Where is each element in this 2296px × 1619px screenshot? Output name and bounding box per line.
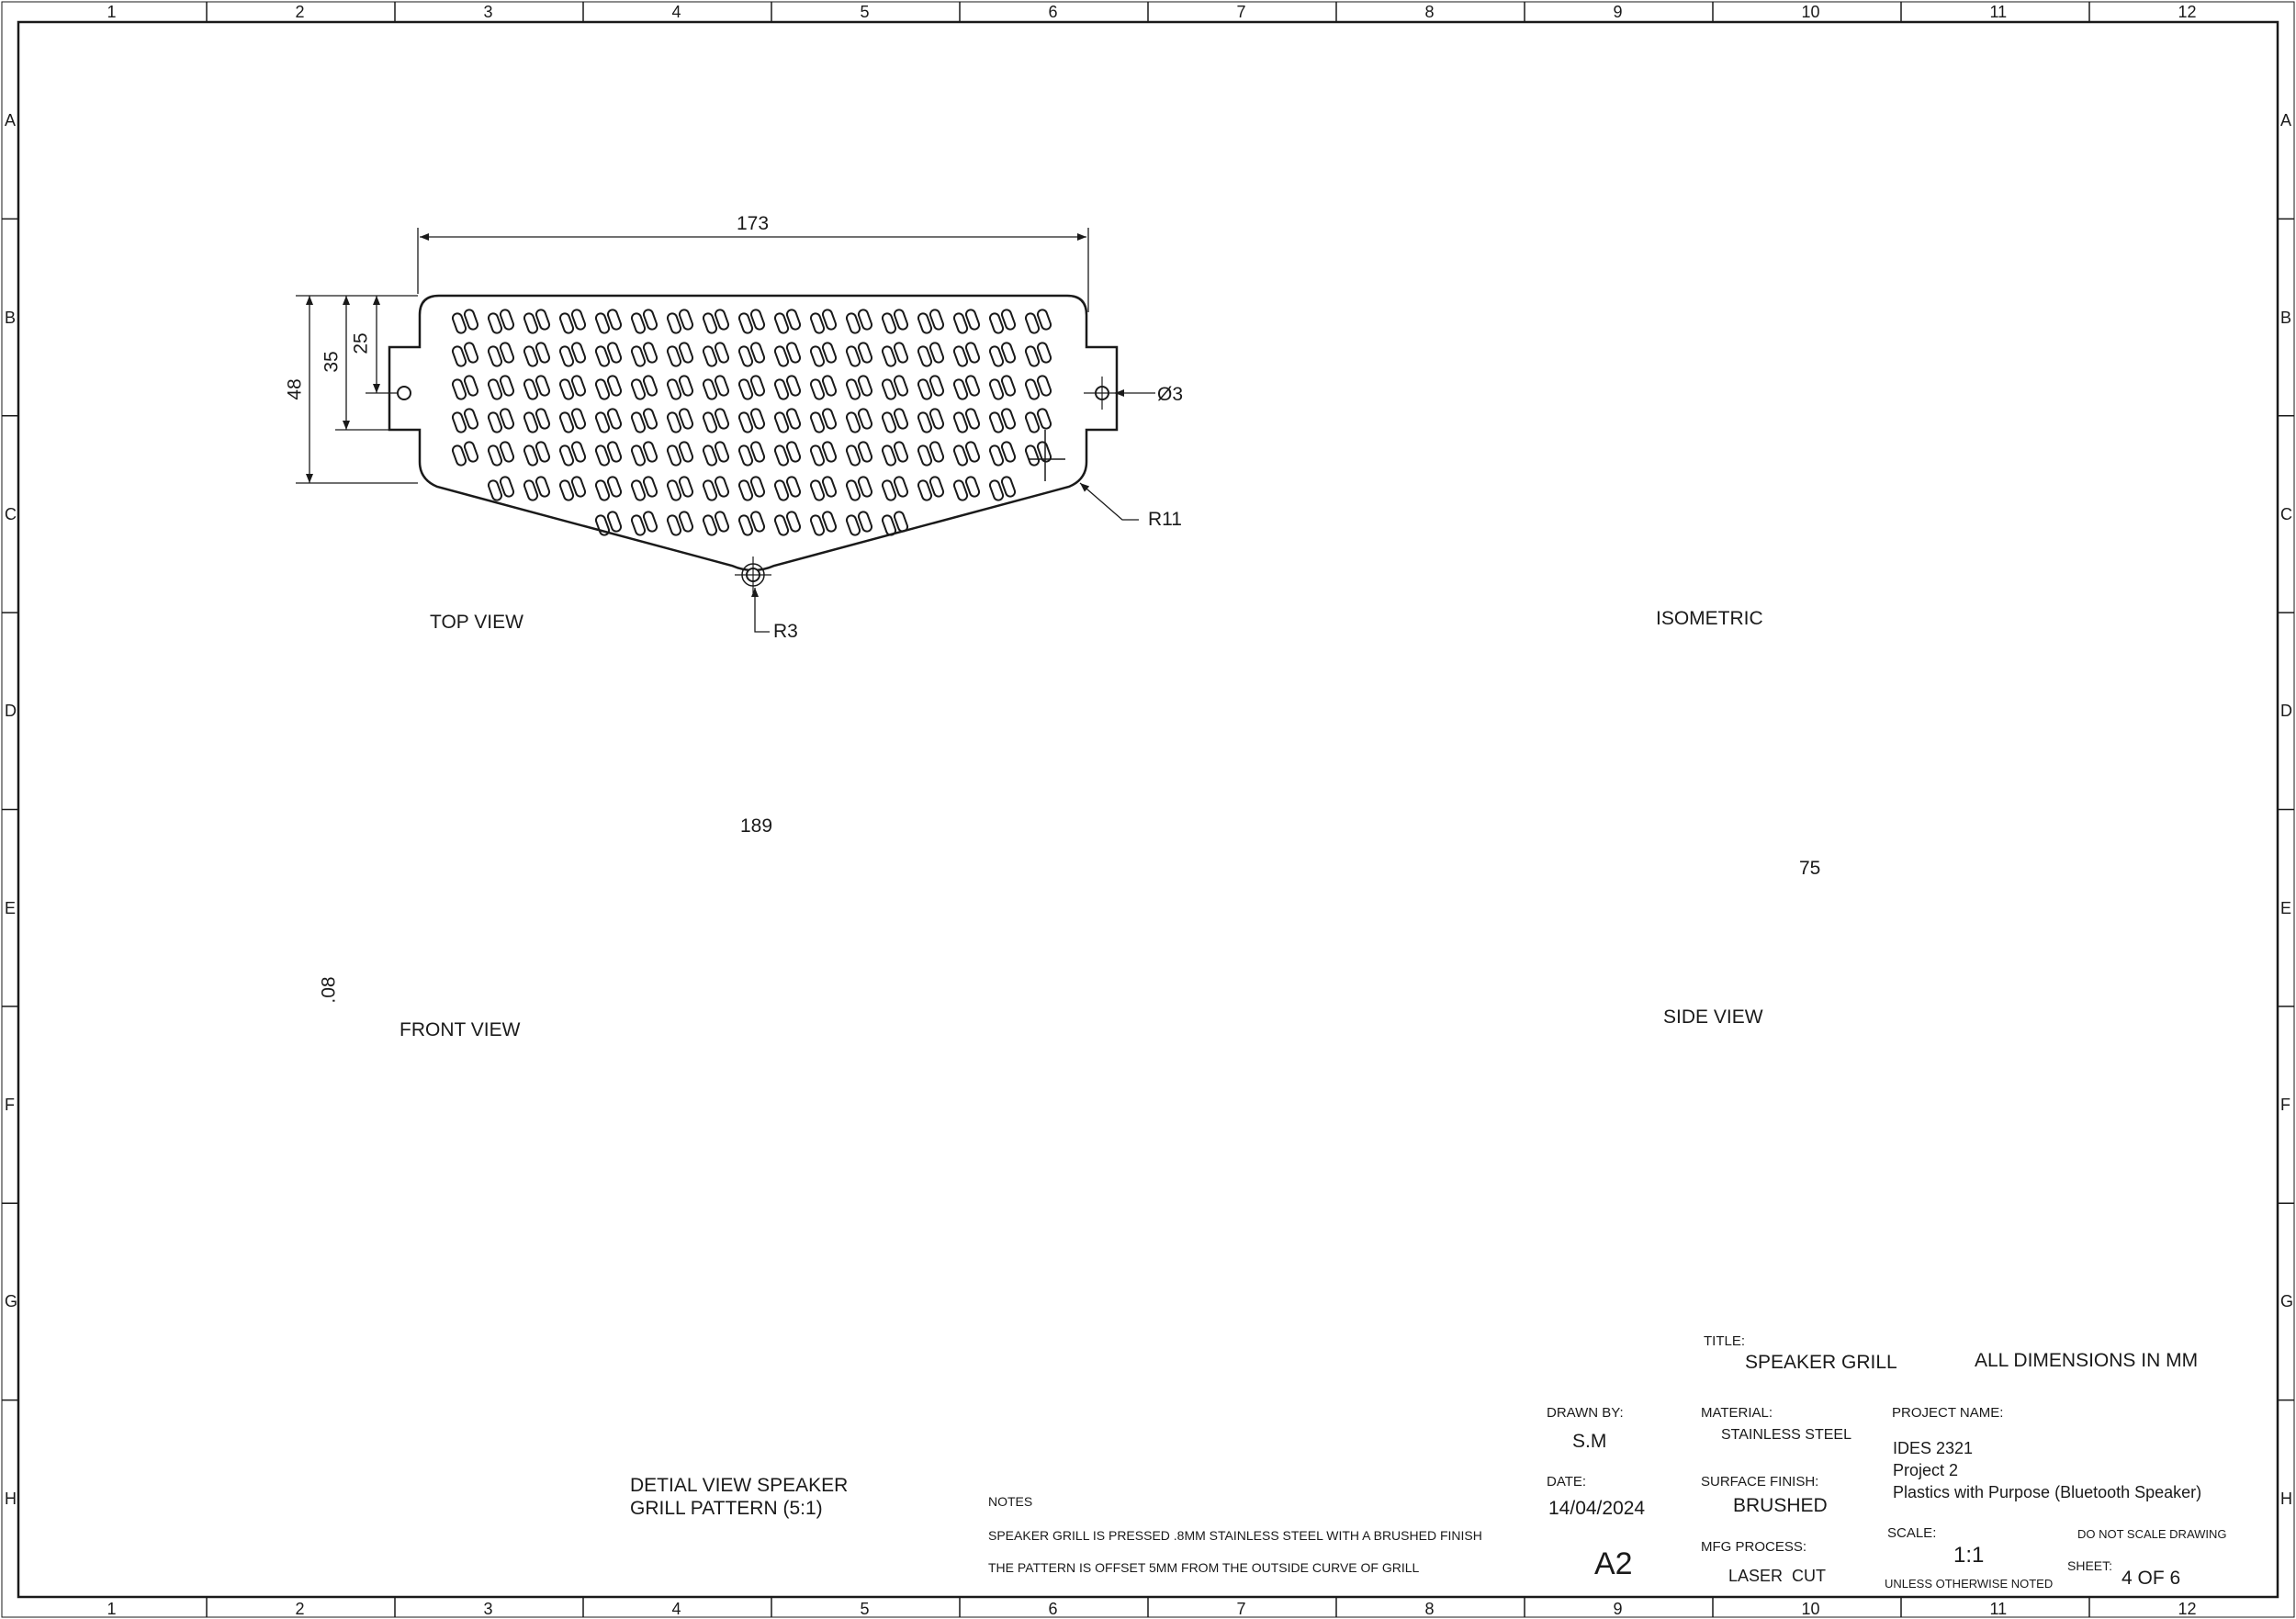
zone-col-4-bottom: 4 (671, 1600, 681, 1618)
zone-col-8-top: 8 (1424, 3, 1435, 21)
zone-col-6-bottom: 6 (1048, 1600, 1058, 1618)
drawn-by-label: DRAWN BY: (1547, 1405, 1624, 1421)
zone-col-4-top: 4 (671, 3, 681, 21)
zone-col-1-top: 1 (107, 3, 117, 21)
project-line2: Project 2 (1893, 1461, 1959, 1479)
finish-label: SURFACE FINISH: (1701, 1474, 1819, 1490)
material-value: STAINLESS STEEL (1721, 1427, 1851, 1443)
zone-row-H-left: H (5, 1489, 17, 1508)
zone-row-D-right: D (2280, 702, 2292, 721)
zone-col-5-top: 5 (860, 3, 870, 21)
finish-value: BRUSHED (1733, 1495, 1828, 1516)
zone-col-6-top: 6 (1048, 3, 1058, 21)
zone-col-5-bottom: 5 (860, 1600, 870, 1618)
zone-row-G-right: G (2280, 1292, 2294, 1311)
zone-row-H-right: H (2280, 1489, 2292, 1508)
isometric-label: ISOMETRIC (1656, 608, 1763, 629)
process-value: LASER CUT (1728, 1567, 1827, 1585)
zone-col-12-top: 12 (2178, 3, 2197, 21)
dim-side-width: 75 (1799, 858, 1821, 879)
dim-top-height-48: 48 (284, 378, 306, 400)
sheet-label: SHEET: (2067, 1558, 2113, 1573)
scale-note: UNLESS OTHERWISE NOTED (1885, 1577, 2054, 1591)
do-not-scale-note: DO NOT SCALE DRAWING (2077, 1527, 2227, 1541)
zone-row-B-left: B (5, 308, 17, 327)
dim-front-thickness: .08 (318, 976, 340, 1004)
zone-col-8-bottom: 8 (1424, 1600, 1435, 1618)
date-label: DATE: (1547, 1474, 1587, 1490)
title-value: SPEAKER GRILL (1745, 1352, 1897, 1373)
zone-col-11-top: 11 (1989, 3, 2008, 21)
zone-col-9-bottom: 9 (1613, 1600, 1623, 1618)
note-1: SPEAKER GRILL IS PRESSED .8MM STAINLESS … (988, 1528, 1482, 1543)
top-view (296, 228, 1155, 633)
material-label: MATERIAL: (1701, 1405, 1773, 1421)
zone-row-C-left: C (5, 504, 17, 523)
zone-row-C-right: C (2280, 504, 2292, 523)
notes-heading: NOTES (988, 1494, 1033, 1509)
zone-col-9-top: 9 (1613, 3, 1623, 21)
detail-view-label-line1: DETIAL VIEW SPEAKER (630, 1475, 849, 1496)
zone-row-E-left: E (5, 898, 17, 917)
scale-value: 1:1 (1953, 1543, 1985, 1568)
zone-col-7-top: 7 (1236, 3, 1246, 21)
top-view-label: TOP VIEW (430, 612, 523, 633)
side-view-label: SIDE VIEW (1663, 1006, 1763, 1028)
zone-col-10-bottom: 10 (1801, 1600, 1820, 1618)
detail-view-label-line2: GRILL PATTERN (5:1) (630, 1498, 823, 1519)
dim-top-height-35: 35 (321, 351, 343, 373)
zone-col-11-bottom: 11 (1989, 1600, 2008, 1618)
top-view-outline (388, 294, 1119, 572)
dim-top-hole: Ø3 (1157, 384, 1184, 405)
dim-top-r11: R11 (1148, 509, 1182, 530)
scale-label: SCALE: (1887, 1525, 1937, 1541)
zone-row-A-left: A (5, 111, 17, 130)
zone-col-1-bottom: 1 (107, 1600, 117, 1618)
dim-top-width: 173 (737, 213, 770, 234)
process-label: MFG PROCESS: (1701, 1539, 1807, 1555)
date-value: 14/04/2024 (1548, 1498, 1646, 1519)
zone-row-G-left: G (5, 1292, 18, 1311)
sheet-size: A2 (1594, 1546, 1633, 1581)
project-line3: Plastics with Purpose (Bluetooth Speaker… (1893, 1483, 2202, 1501)
units-note: ALL DIMENSIONS IN MM (1975, 1350, 2199, 1371)
zone-col-2-top: 2 (295, 3, 305, 21)
zone-row-E-right: E (2280, 898, 2292, 917)
zone-col-10-top: 10 (1801, 3, 1820, 21)
dim-front-width: 189 (740, 815, 773, 837)
zone-row-A-right: A (2280, 111, 2292, 130)
dim-top-r3: R3 (773, 621, 798, 642)
zone-col-2-bottom: 2 (295, 1600, 305, 1618)
zone-row-F-right: F (2280, 1096, 2290, 1115)
dim-top-height-25: 25 (350, 332, 372, 354)
zone-col-3-bottom: 3 (483, 1600, 493, 1618)
note-2: THE PATTERN IS OFFSET 5MM FROM THE OUTSI… (988, 1560, 1420, 1575)
zone-col-7-bottom: 7 (1236, 1600, 1246, 1618)
zone-row-B-right: B (2280, 308, 2292, 327)
zone-col-12-bottom: 12 (2178, 1600, 2197, 1618)
project-line1: IDES 2321 (1893, 1439, 1974, 1457)
project-label: PROJECT NAME: (1892, 1405, 2004, 1421)
top-view-mount-hole-left (397, 386, 411, 400)
zone-col-3-top: 3 (483, 3, 493, 21)
title-label: TITLE: (1704, 1333, 1746, 1349)
sheet-value: 4 OF 6 (2122, 1568, 2181, 1589)
drawn-by-value: S.M (1572, 1431, 1607, 1452)
front-view-label: FRONT VIEW (400, 1019, 521, 1040)
zone-row-D-left: D (5, 702, 17, 721)
zone-row-F-left: F (5, 1096, 15, 1115)
